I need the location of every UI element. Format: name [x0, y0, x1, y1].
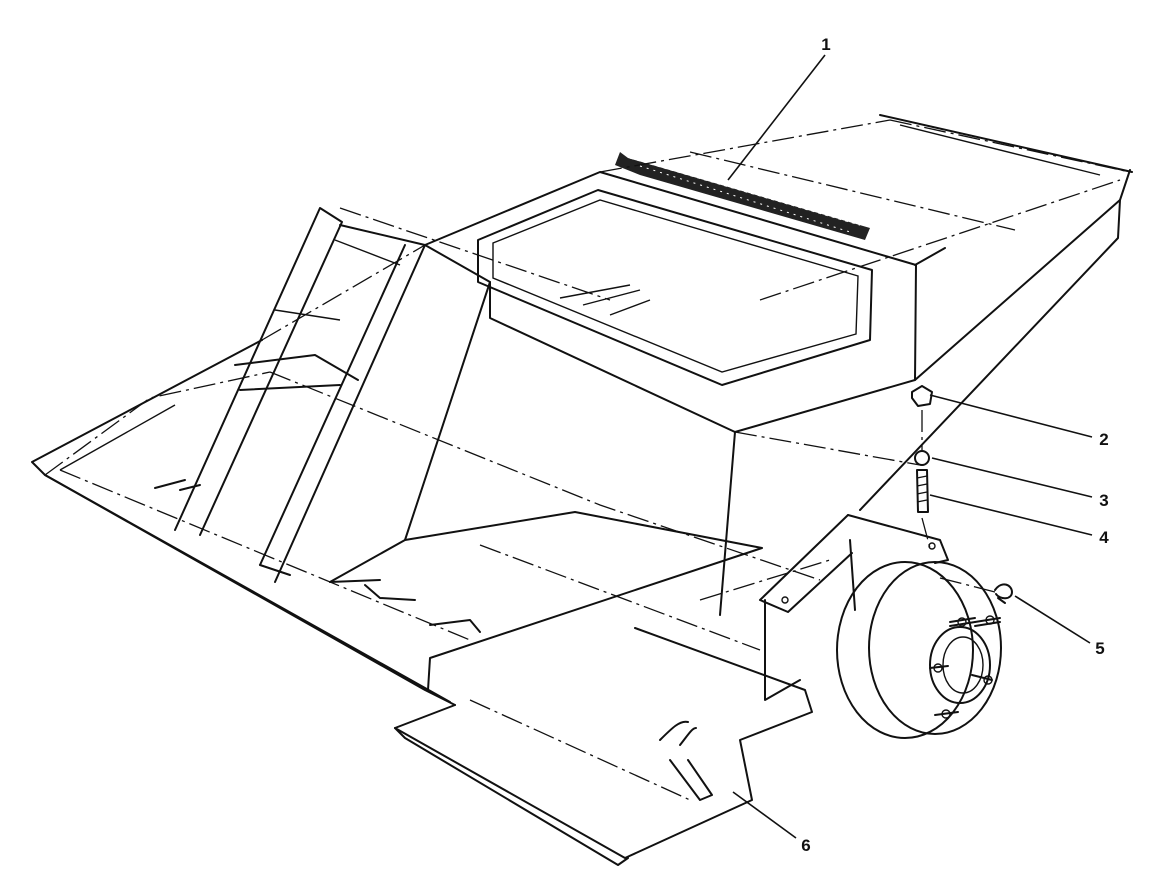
callout-6: 6 [801, 836, 810, 855]
hopper-body [31, 114, 1133, 866]
callout-4: 4 [1099, 528, 1109, 547]
hardware-parts [911, 385, 1013, 604]
callout-3: 3 [1099, 491, 1108, 510]
callout-1: 1 [821, 35, 830, 54]
decal-strip [615, 152, 870, 240]
ladder-frame [174, 207, 426, 576]
assembly-lines [44, 119, 1131, 801]
leader-lines [727, 54, 1093, 839]
callout-2: 2 [1099, 430, 1108, 449]
axle-hub-assembly [759, 514, 1002, 739]
callout-labels: 1 2 3 4 5 6 [801, 35, 1109, 855]
callout-5: 5 [1095, 639, 1104, 658]
